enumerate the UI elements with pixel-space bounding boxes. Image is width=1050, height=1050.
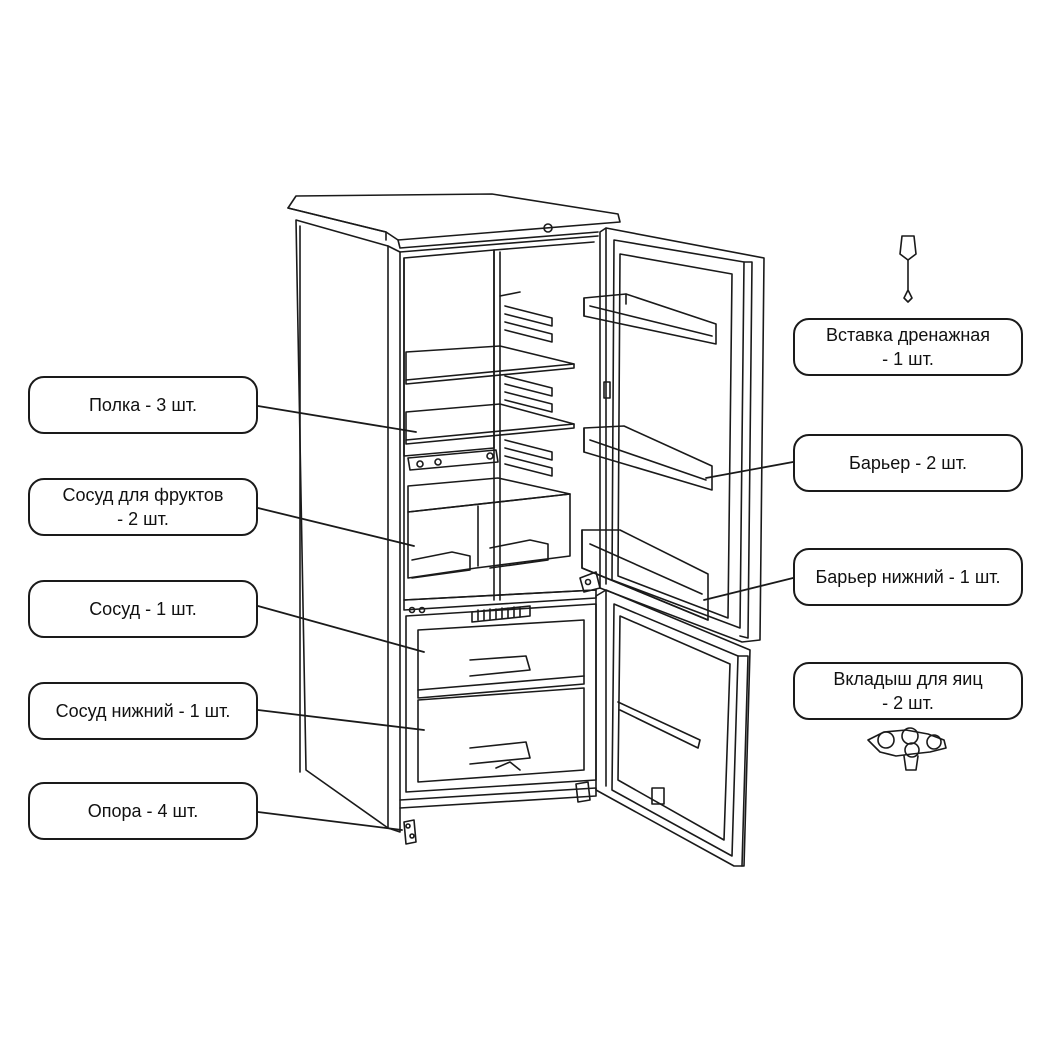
label-bin: Сосуд - 1 шт.	[28, 580, 258, 638]
drain-insert-icon	[899, 235, 917, 303]
label-egg-tray: Вкладыш для яиц - 2 шт.	[793, 662, 1023, 720]
label-drain-insert-line-2: - 1 шт.	[882, 349, 934, 369]
label-support-line-1: Опора - 4 шт.	[87, 801, 199, 821]
label-fruit-bin: Сосуд для фруктов - 2 шт.	[28, 478, 258, 536]
shelf-rails	[499, 291, 553, 477]
label-egg-tray-line-2: - 2 шт.	[882, 693, 934, 713]
fruit-bins	[407, 493, 571, 579]
label-support: Опора - 4 шт.	[28, 782, 258, 840]
freezer-drawers	[417, 619, 585, 783]
egg-tray-icon	[867, 727, 947, 771]
glass-shelves	[405, 345, 575, 513]
door-barriers	[581, 293, 717, 621]
support-feet	[403, 781, 591, 845]
leader-lines	[257, 405, 794, 831]
label-bottom-barrier-line-1: Барьер нижний - 1 шт.	[815, 567, 1001, 587]
label-shelf: Полка - 3 шт.	[28, 376, 258, 434]
lower-door	[595, 589, 751, 867]
label-shelf-line-1: Полка - 3 шт.	[88, 395, 198, 415]
label-bottom-bin-line-1: Сосуд нижний - 1 шт.	[55, 701, 231, 721]
control-panel	[471, 605, 531, 623]
label-drain-insert: Вставка дренажная - 1 шт.	[793, 318, 1023, 376]
label-barrier: Барьер - 2 шт.	[793, 434, 1023, 492]
label-bottom-barrier: Барьер нижний - 1 шт.	[793, 548, 1023, 606]
label-fruit-bin-line-2: - 2 шт.	[117, 509, 169, 529]
label-egg-tray-line-1: Вкладыш для яиц	[833, 669, 983, 689]
label-fruit-bin-line-1: Сосуд для фруктов	[62, 485, 224, 505]
label-bin-line-1: Сосуд - 1 шт.	[89, 599, 197, 619]
refrigerator-cabinet	[287, 193, 621, 845]
label-drain-insert-line-1: Вставка дренажная	[825, 325, 991, 345]
label-barrier-line-1: Барьер - 2 шт.	[849, 453, 967, 473]
upper-door	[581, 227, 765, 643]
label-bottom-bin: Сосуд нижний - 1 шт.	[28, 682, 258, 740]
